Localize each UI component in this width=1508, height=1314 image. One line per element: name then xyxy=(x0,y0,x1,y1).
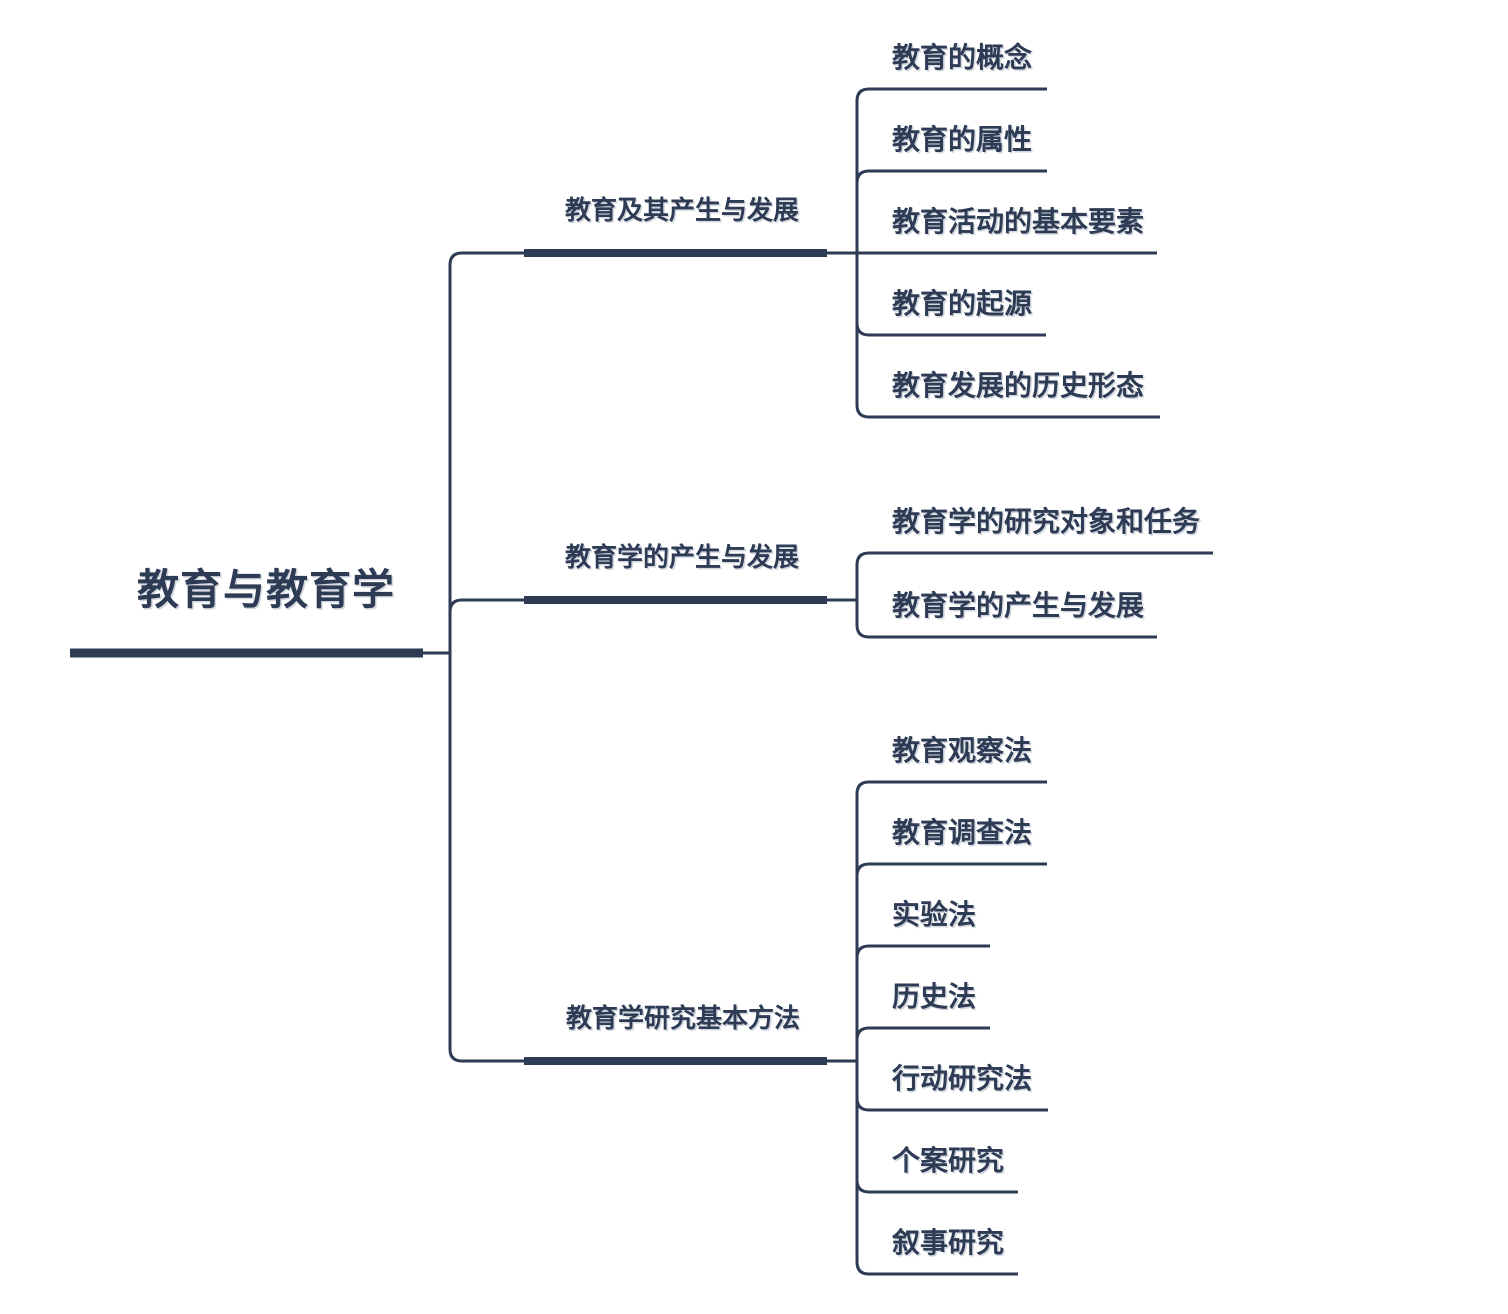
branch-1-child-connectors xyxy=(827,87,1160,419)
subtopic-1-4[interactable]: 教育的起源 xyxy=(892,289,1033,320)
subtopic-3-4[interactable]: 历史法 xyxy=(892,982,977,1013)
trunk-connectors xyxy=(423,251,524,1063)
subtopic-3-5[interactable]: 行动研究法 xyxy=(892,1064,1033,1095)
branch-2-child-connectors xyxy=(827,551,1213,639)
branch-3-underline-bar xyxy=(524,1057,827,1065)
root-underline-bar xyxy=(70,648,423,658)
subtopic-1-5[interactable]: 教育发展的历史形态 xyxy=(892,371,1145,402)
subtopic-3-1[interactable]: 教育观察法 xyxy=(892,736,1033,767)
subtopic-3-3[interactable]: 实验法 xyxy=(892,900,977,931)
subtopic-1-2[interactable]: 教育的属性 xyxy=(892,125,1033,156)
branch-1-underline-bar xyxy=(524,249,827,257)
subtopic-3-6[interactable]: 个案研究 xyxy=(892,1146,1005,1177)
main-topic-1[interactable]: 教育及其产生与发展 xyxy=(565,196,800,225)
subtopic-1-1[interactable]: 教育的概念 xyxy=(892,43,1033,74)
branch-3-child-connectors xyxy=(827,780,1048,1276)
main-topic-3[interactable]: 教育学研究基本方法 xyxy=(566,1004,801,1033)
subtopic-2-1[interactable]: 教育学的研究对象和任务 xyxy=(892,507,1201,538)
subtopic-3-2[interactable]: 教育调查法 xyxy=(892,818,1033,849)
main-topic-2[interactable]: 教育学的产生与发展 xyxy=(565,543,800,572)
subtopic-3-7[interactable]: 叙事研究 xyxy=(892,1228,1005,1259)
subtopic-1-3[interactable]: 教育活动的基本要素 xyxy=(892,207,1145,238)
root-topic[interactable]: 教育与教育学 xyxy=(137,568,396,614)
subtopic-2-2[interactable]: 教育学的产生与发展 xyxy=(892,591,1145,622)
branch-2-underline-bar xyxy=(524,596,827,604)
